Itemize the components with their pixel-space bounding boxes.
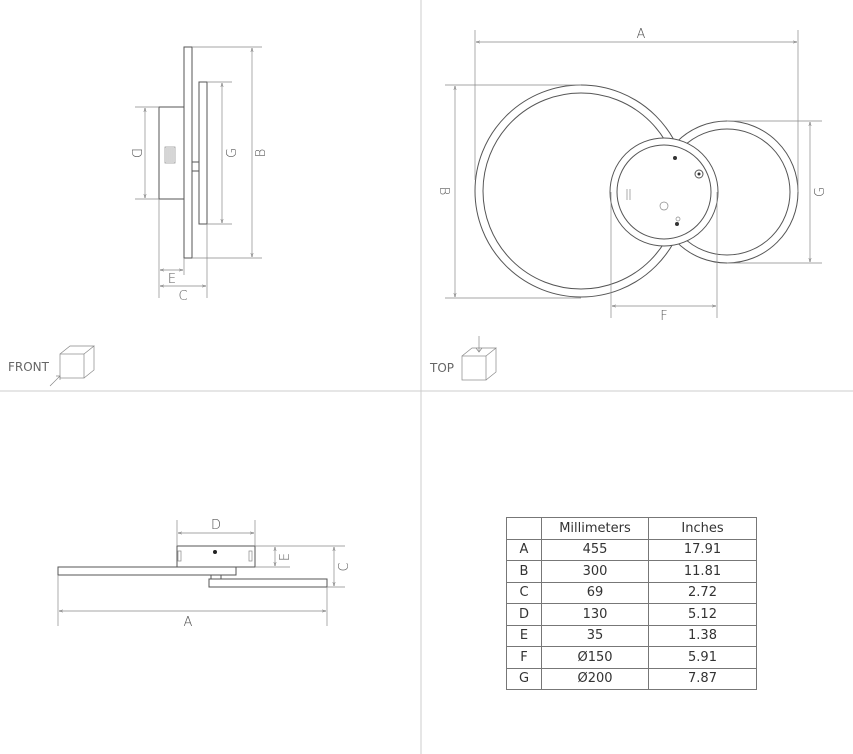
row-mm: 455 <box>541 538 649 561</box>
row-key: G <box>506 667 542 690</box>
row-in: 5.91 <box>648 646 757 669</box>
header-inches: Inches <box>648 517 757 540</box>
row-key: B <box>506 560 542 583</box>
row-key: A <box>506 538 542 561</box>
top-dim-label-f: F <box>660 309 667 324</box>
row-in: 7.87 <box>648 667 757 690</box>
front-view: B G D E C FRONT <box>8 46 269 387</box>
side-dim-label-e: E <box>278 553 293 561</box>
dim-label-e: E <box>168 272 176 287</box>
header-cell <box>506 517 542 540</box>
front-view-label: FRONT <box>8 360 50 374</box>
row-mm: 69 <box>541 581 649 604</box>
top-cube-icon <box>461 336 497 381</box>
row-in: 5.12 <box>648 603 757 626</box>
side-dim-label-c: C <box>337 562 352 571</box>
row-in: 1.38 <box>648 624 757 647</box>
side-view: D A E C <box>57 518 352 630</box>
row-key: C <box>506 581 542 604</box>
dim-label-d: D <box>128 148 143 158</box>
row-key: E <box>506 624 542 647</box>
row-mm: Ø150 <box>541 646 649 669</box>
row-in: 17.91 <box>648 538 757 561</box>
top-dim-label-b: B <box>436 187 451 196</box>
top-view: A B G F TOP <box>429 27 828 381</box>
dim-label-g: G <box>225 148 240 158</box>
front-cube-icon <box>49 345 95 387</box>
table-header-row: Millimeters Inches <box>506 517 757 540</box>
header-millimeters: Millimeters <box>541 517 649 540</box>
row-key: D <box>506 603 542 626</box>
side-dim-label-d: D <box>211 518 221 533</box>
row-mm: 35 <box>541 624 649 647</box>
row-mm: 130 <box>541 603 649 626</box>
row-in: 2.72 <box>648 581 757 604</box>
row-in: 11.81 <box>648 560 757 583</box>
side-dim-label-a: A <box>184 615 193 630</box>
row-mm: 300 <box>541 560 649 583</box>
top-dim-label-a: A <box>637 27 646 42</box>
dim-label-c: C <box>178 289 187 304</box>
top-view-label: TOP <box>429 361 454 375</box>
dim-label-b: B <box>254 149 269 158</box>
row-key: F <box>506 646 542 669</box>
top-dim-label-g: G <box>813 187 828 197</box>
row-mm: Ø200 <box>541 667 649 690</box>
